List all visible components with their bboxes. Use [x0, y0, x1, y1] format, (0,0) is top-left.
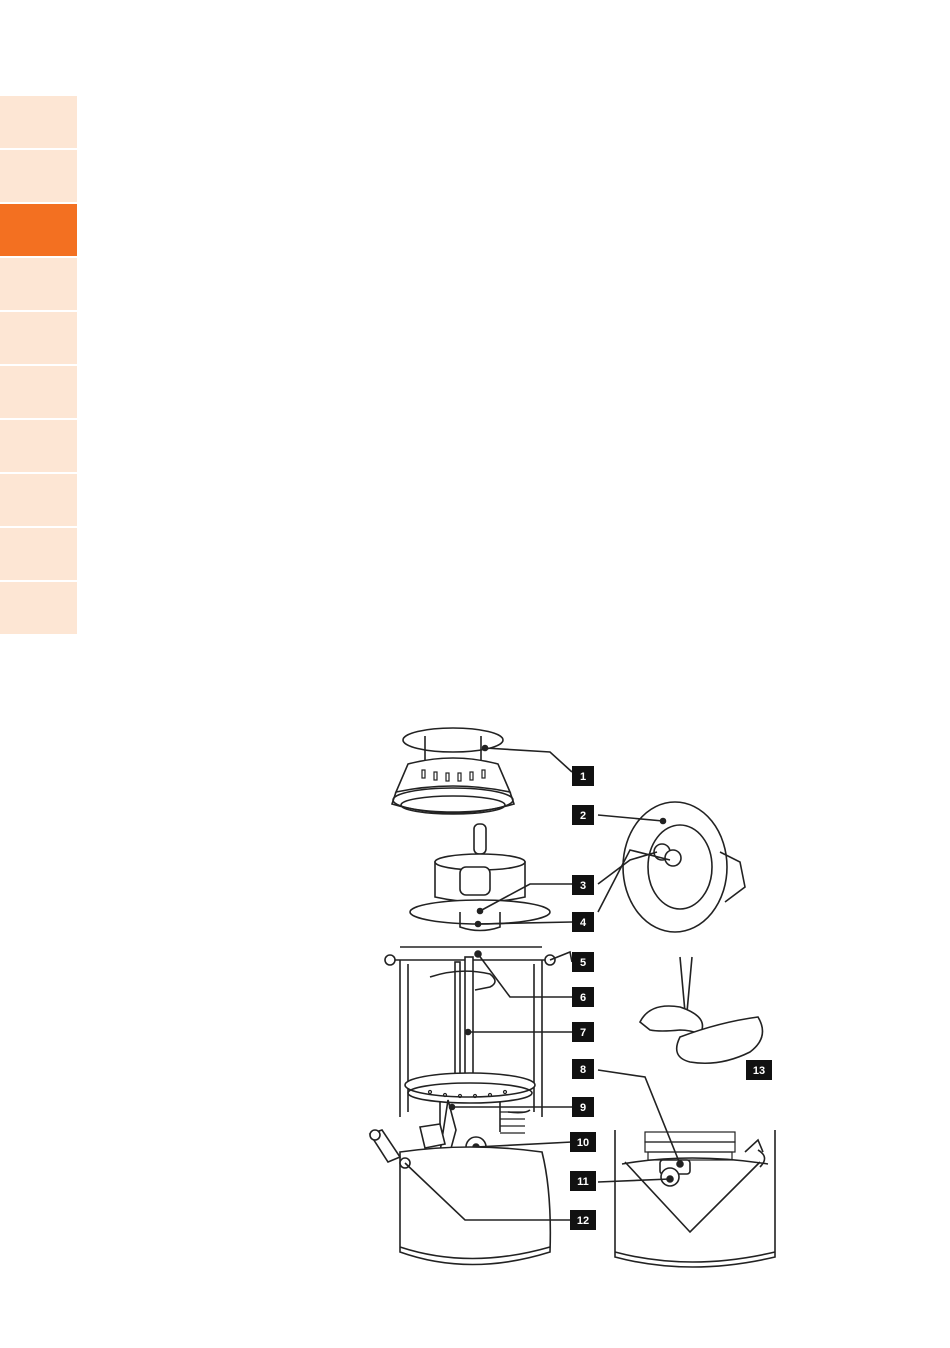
callout-box-1: 1 — [572, 766, 594, 786]
callout-box-13: 13 — [746, 1060, 772, 1080]
chapter-tab-6[interactable] — [0, 366, 77, 418]
callout-label-4: 4 — [580, 917, 587, 929]
chapter-tab-10[interactable] — [0, 582, 77, 634]
callout-label-9: 9 — [580, 1102, 586, 1114]
callout-box-4: 4 — [572, 912, 594, 932]
callout-label-13: 13 — [753, 1065, 765, 1077]
chapter-tab-9[interactable] — [0, 528, 77, 580]
callout-box-5: 5 — [572, 952, 594, 972]
chapter-tab-7[interactable] — [0, 420, 77, 472]
callout-label-8: 8 — [580, 1064, 586, 1076]
chapter-tab-1[interactable] — [0, 96, 77, 148]
burner-cone-drawing — [410, 824, 572, 931]
callout-box-6: 6 — [572, 987, 594, 1007]
fuel-tank-drawing — [370, 1130, 572, 1265]
lantern-frame-drawing — [385, 947, 572, 1157]
chapter-tab-3-active[interactable] — [0, 204, 77, 256]
chapter-tab-8[interactable] — [0, 474, 77, 526]
callout-label-6: 6 — [580, 992, 586, 1004]
chapter-tab-4[interactable] — [0, 258, 77, 310]
tank-detail-drawing — [598, 1070, 775, 1267]
callout-box-9: 9 — [572, 1097, 594, 1117]
chapter-tab-2[interactable] — [0, 150, 77, 202]
chapter-tab-5[interactable] — [0, 312, 77, 364]
reflector-disk-drawing — [598, 802, 745, 932]
ventilator-hood-drawing — [392, 728, 572, 814]
mantle-drawing — [640, 957, 763, 1063]
callout-label-11: 11 — [577, 1176, 589, 1188]
callout-label-10: 10 — [577, 1137, 589, 1149]
callout-label-3: 3 — [580, 880, 586, 892]
callout-box-7: 7 — [572, 1022, 594, 1042]
lantern-parts-diagram: 1 2 3 4 5 6 7 8 — [360, 712, 800, 1282]
chapter-tab-bar — [0, 96, 77, 636]
callout-label-7: 7 — [580, 1027, 586, 1039]
callout-label-12: 12 — [577, 1215, 589, 1227]
callout-box-11: 11 — [570, 1171, 596, 1191]
callout-box-2: 2 — [572, 805, 594, 825]
callout-box-3: 3 — [572, 875, 594, 895]
callout-box-10: 10 — [570, 1132, 596, 1152]
callout-label-2: 2 — [580, 810, 586, 822]
callout-label-1: 1 — [580, 771, 586, 783]
callout-box-8: 8 — [572, 1059, 594, 1079]
callout-label-5: 5 — [580, 957, 586, 969]
callout-box-12: 12 — [570, 1210, 596, 1230]
